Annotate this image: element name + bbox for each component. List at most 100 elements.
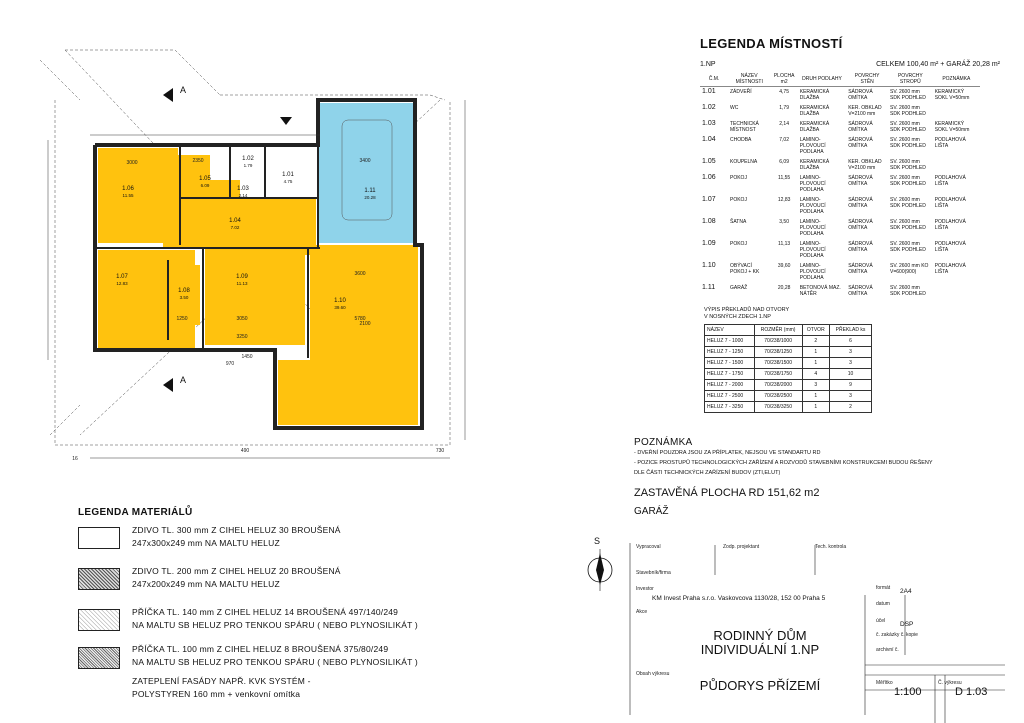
lintel-cell: 70/238/1250 xyxy=(753,346,803,358)
room-cell-ceiling: SV. 2600 mm SDK PODHLED xyxy=(890,197,926,209)
room-label-1.02: 1.02 xyxy=(242,156,254,162)
room-cell-floor: BETONOVÁ MAZ. NÁTĚR xyxy=(799,285,841,297)
lintel-cell: HELUZ 7 - 2000 xyxy=(704,379,755,391)
room-cell-num: 1.05 xyxy=(702,158,716,165)
lintel-cell: 10 xyxy=(829,368,872,380)
lintel-cell: 1 xyxy=(801,390,831,402)
room-area-1.10: 39.60 xyxy=(334,305,346,310)
lintel-cell: HELUZ 7 - 2500 xyxy=(704,390,755,402)
lintel-cell: 70/238/1750 xyxy=(753,368,803,380)
room-cell-name: POKOJ xyxy=(730,175,747,181)
room-label-1.04: 1.04 xyxy=(229,218,241,224)
lintel-cell: HELUZ 7 - 3250 xyxy=(704,401,755,413)
material-3-line-2: NA MALTU SB HELUZ PRO TENKOU SPÁRU ( NEB… xyxy=(132,620,418,630)
room-cell-floor: KERAMICKÁ DLAŽBA xyxy=(799,105,830,117)
built-area: ZASTAVĚNÁ PLOCHA RD 151,62 m2 xyxy=(634,487,820,499)
room-cell-name: KOUPELNA xyxy=(730,159,758,165)
dimension-text: 5780 xyxy=(354,316,365,322)
room-cell-num: 1.04 xyxy=(702,136,716,143)
dimension-text: 3050 xyxy=(236,316,247,322)
lintel-cell: 70/238/3250 xyxy=(753,401,803,413)
material-2: ZDIVO TL. 200 mm Z CIHEL HELUZ 20 BROUŠE… xyxy=(132,565,341,591)
room-label-1.06: 1.06 xyxy=(122,186,134,192)
tb-ucel: DSP xyxy=(900,621,914,628)
lintel-cell: 3 xyxy=(829,390,872,402)
room-cell-ceiling: SV. 2600 mm SDK PODHLED xyxy=(890,159,926,171)
lintel-cell: 3 xyxy=(829,357,872,369)
garage-label: GARÁŽ xyxy=(634,506,669,517)
tb-scale: 1:100 xyxy=(894,686,922,698)
room-cell-walls: SÁDROVÁ OMÍTKA xyxy=(848,219,873,231)
lintel-cell: HELUZ 7 - 1750 xyxy=(704,368,755,380)
svg-text:A: A xyxy=(180,85,186,95)
north-label: S xyxy=(594,536,601,546)
tb-investor-label: Investor xyxy=(636,586,654,592)
tb-format: 2A4 xyxy=(900,588,912,595)
lintel-caption-2: V NOSNÝCH ZDECH 1.NP xyxy=(704,314,771,320)
room-cell-note xyxy=(933,157,980,173)
room-cell-area: 12,83 xyxy=(777,197,791,203)
tb-vypracoval: Vypracoval xyxy=(636,544,661,550)
room-table-header-cell: POZNÁMKA xyxy=(932,72,980,87)
room-cell-note: PODLAHOVÁ LIŠTA xyxy=(934,219,966,231)
room-cell-note: PODLAHOVÁ LIŠTA xyxy=(934,197,966,209)
room-cell-name: CHODBA xyxy=(730,137,752,143)
room-cell-floor: LAMINO-PLOVOUCÍ PODLAHA xyxy=(799,241,826,259)
room-cell-ceiling: SV. 2600 mm SDK PODHLED xyxy=(890,175,926,187)
room-table-header-cell: POVRCHY STROPŮ xyxy=(888,72,933,87)
materials-title: LEGENDA MATERIÁLŮ xyxy=(78,507,193,518)
north-arrow-icon xyxy=(587,549,613,591)
lintel-header-cell: PŘEKLAD ks xyxy=(829,324,872,336)
dimension-text: 1250 xyxy=(176,316,187,322)
room-cell-num: 1.01 xyxy=(702,88,716,95)
lintel-cell: HELUZ 7 - 1500 xyxy=(704,357,755,369)
room-cell-num: 1.02 xyxy=(702,104,716,111)
material-2-line-1: ZDIVO TL. 200 mm Z CIHEL HELUZ 20 BROUŠE… xyxy=(132,566,341,576)
walls xyxy=(93,98,424,430)
material-1-line-1: ZDIVO TL. 300 mm Z CIHEL HELUZ 30 BROUŠE… xyxy=(132,525,341,535)
dimension-text: 16 xyxy=(72,456,78,462)
room-labels: 1.06 11.55 1.07 12.83 1.08 3.50 1.09 11.… xyxy=(116,156,376,310)
lintel-cell: HELUZ 7 - 1250 xyxy=(704,346,755,358)
room-legend-title: LEGENDA MÍSTNOSTÍ xyxy=(700,36,843,51)
note-line-2: - POZICE PROSTUPŮ TECHNOLOGICKÝCH ZAŘÍZE… xyxy=(634,460,933,466)
room-cell-area: 4,75 xyxy=(779,89,789,95)
room-table-header-cell: PLOCHA m2 xyxy=(770,72,798,87)
facade-note: ZATEPLENÍ FASÁDY NAPŘ. KVK SYSTÉM - POLY… xyxy=(132,675,311,701)
room-cell-note xyxy=(933,283,980,299)
room-area-1.11: 20.28 xyxy=(364,195,376,200)
room-label-1.05: 1.05 xyxy=(199,176,211,182)
room-cell-walls: SÁDROVÁ OMÍTKA xyxy=(848,121,873,133)
room-cell-ceiling: SV. 2600 mm SDK PODHLED xyxy=(890,285,926,297)
tb-stavebnik: Stavebník/firma xyxy=(636,570,671,576)
lintel-cell: 2 xyxy=(829,401,872,413)
room-area-1.06: 11.55 xyxy=(123,193,134,198)
room-cell-walls: SÁDROVÁ OMÍTKA xyxy=(848,89,873,101)
room-table-header-cell: POVRCHY STĚN xyxy=(846,72,888,87)
dimension-text: 3600 xyxy=(354,271,365,277)
room-cell-note: PODLAHOVÁ LIŠTA xyxy=(934,241,966,253)
lintel-cell: 6 xyxy=(829,335,872,347)
room-cell-name: TECHNICKÁ MÍSTNOST xyxy=(730,121,759,133)
lintel-cell: 9 xyxy=(829,379,872,391)
project-title: RODINNÝ DŮM INDIVIDUÁLNÍ 1.NP xyxy=(680,629,840,657)
internal-walls xyxy=(95,145,320,358)
swatch-zdivo-200 xyxy=(78,568,120,590)
swatch-pricka-100 xyxy=(78,647,120,669)
room-fills xyxy=(98,148,418,425)
room-cell-name: GARÁŽ xyxy=(730,285,748,291)
total-area: CELKEM 100,40 m² + GARÁŽ 20,28 m² xyxy=(876,61,1000,68)
tb-zodp: Zodp. projektant xyxy=(723,544,760,550)
facade-line-2: POLYSTYREN 160 mm + venkovní omítka xyxy=(132,689,301,699)
